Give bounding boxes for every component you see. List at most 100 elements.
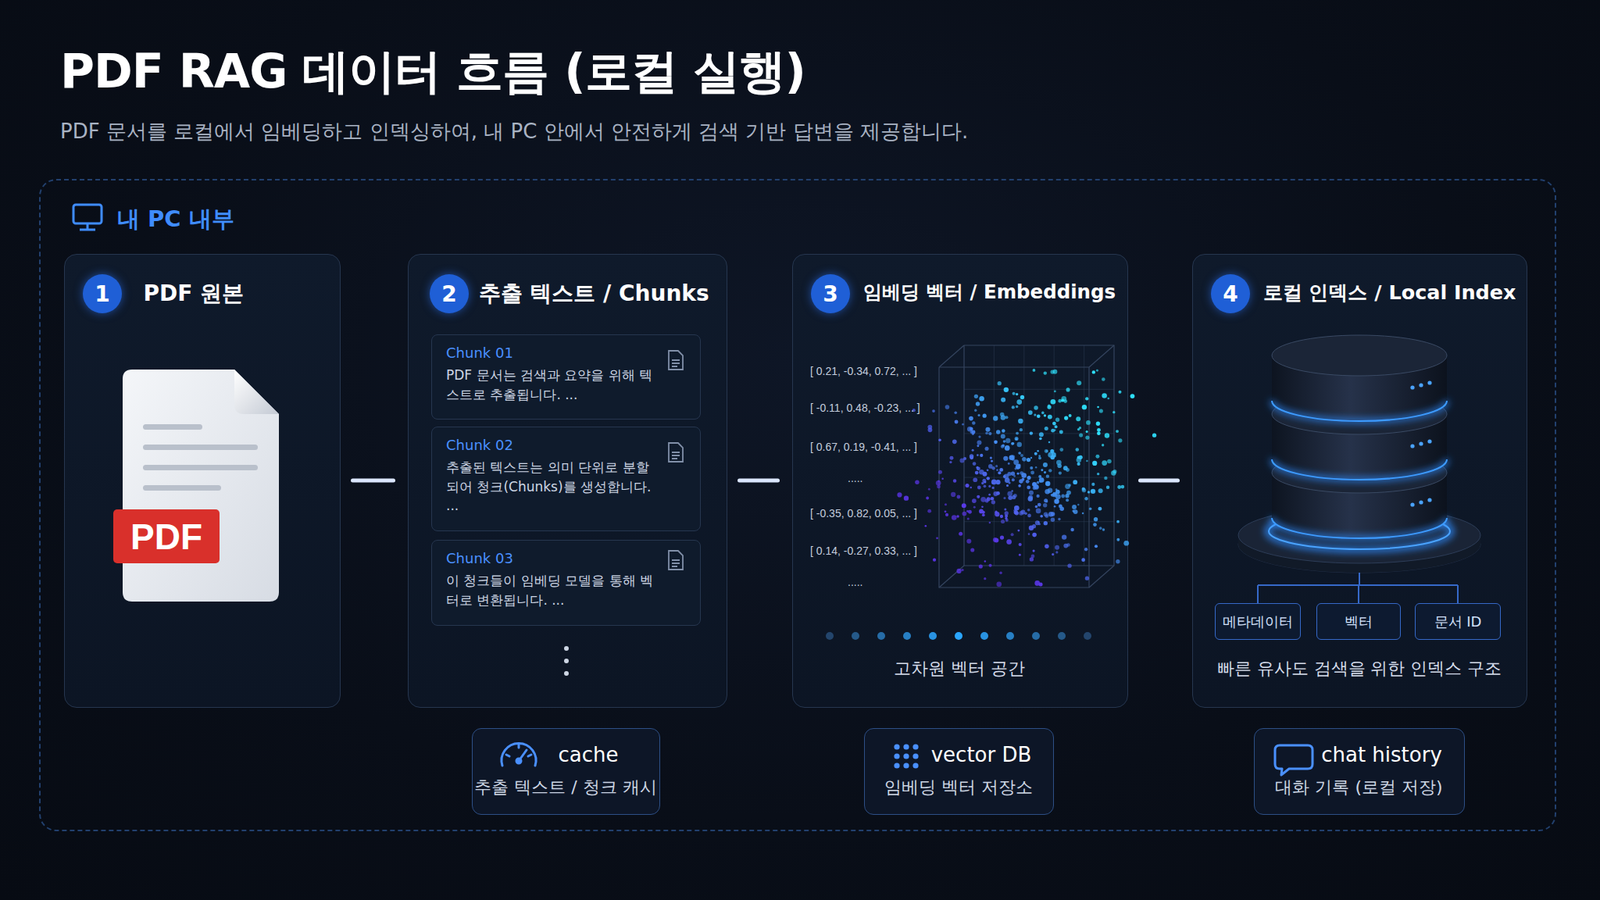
vector-space-cube-part-part [1039,437,1043,441]
vector-space-cube-part-part [1035,466,1037,468]
vector-space-cube-part-part [1030,457,1033,459]
node-body: 대화 기록 (로컬 저장) [1275,775,1443,800]
pdf-file-illustration-part [234,369,279,415]
vector-space-cube-part-part [1037,503,1042,508]
vector-space-cube-part-part [988,485,991,488]
database-illustration-part [1410,443,1415,448]
vector-space-cube-part-part [981,482,985,486]
panel-caption: 고차원 벡터 공간 [893,657,1025,681]
vector-space-cube-part-part [1085,435,1090,440]
vector-space-cube-part-part [1085,460,1089,463]
vector-space-cube-part-part [1055,488,1058,491]
vector-space-cube-part-part [1083,345,1085,566]
vector-space-cube-part-part [1013,493,1018,498]
index-tree-lines-part [1358,572,1361,586]
database-illustration-part [1271,335,1447,376]
database-illustration-part [1271,459,1447,480]
step-number: 2 [429,274,469,314]
vector-space-cube-part-part [991,479,997,486]
vector-space-cube-part-part [1089,345,1115,368]
vector-space-cube-part-part [1043,371,1047,375]
node-body: 임베딩 벡터 저장소 [884,775,1033,800]
progress-dots-part [825,632,834,640]
vector-space-cube-part-part [979,453,983,458]
vector-space-cube-part-part [1027,508,1031,512]
database-illustration-part [1271,400,1447,422]
vector-space-cube-part-part [1004,445,1011,451]
vector-space-cube-part-part [953,410,958,415]
vector-space-cube-part-part [1044,449,1049,454]
vector-value: [ 0.21, -0.34, 0.72, ... ] [810,364,918,378]
vector-space-cube-part-part [1000,412,1005,418]
vector-space-cube-part-part [1025,479,1030,484]
vector-space-cube-part-part [1001,444,1005,448]
vector-space-cube-part-part [1095,454,1100,459]
vector-space-cube-part-part [1003,387,1009,393]
monitor-icon-part [73,204,102,224]
index-field-box: 문서 ID [1414,603,1501,640]
database-illustration [1238,335,1481,573]
pdf-file-illustration-part-part [142,464,258,471]
vector-space-cube-part-part [982,513,986,517]
vector-space-cube-part-part [999,467,1004,472]
vector-space-cube-part-part [970,547,975,552]
progress-dots-part [877,632,886,640]
vector-space-cube-part-part [986,476,990,480]
node-heading: Chunk 03 [446,550,661,567]
document-icon-part [668,442,683,462]
vector-space-cube-part-part [1010,442,1015,446]
vector-space-cube-part-part [1043,498,1048,503]
vector-space-cube-part-part [982,414,987,418]
vector-space-cube-part-part [1005,438,1011,443]
vector-space-cube-part-part [962,511,968,517]
vector-space-cube-part-part [1030,471,1035,475]
flow-arrow [1140,478,1179,483]
flow-arrow [353,478,394,483]
document-icon-part [671,360,680,367]
vector-space-cube-part-part [1057,517,1061,521]
vector-space-cube-part-part [983,485,987,489]
vector-space-cube-part-part [999,571,1002,575]
chunk-card: Chunk 02추출된 텍스트는 의미 단위로 분할되어 청크(Chunks)를… [431,426,701,532]
vector-space-cube-part-part [1077,503,1079,506]
vector-space-cube-part-part [1000,535,1004,540]
database-illustration-part [1271,517,1447,539]
vector-space-cube-part-part [969,455,974,460]
vector-space-cube-part-part [1017,451,1022,455]
vector-space-cube-part-part [944,510,947,513]
vector-space-cube-part-part [956,495,961,500]
vector-space-cube-part-part [954,419,959,424]
more-dots [564,646,569,676]
vector-space-cube-part-part [1059,447,1064,452]
vector-space-cube-part-part [1028,490,1034,496]
vector-space-cube-part-part [1099,408,1104,413]
database-illustration-part [1418,382,1423,387]
vector-space-cube-part-part [1103,476,1108,480]
progress-dots-part [851,632,860,640]
vector-space-cube-part-part [1021,472,1027,479]
vector-space-cube-part-part [1035,505,1038,508]
vector-space-cube-part-part [1077,456,1081,460]
vector-space-cube-part-part [993,345,995,566]
step-panel: 추출 텍스트 / ChunksChunk 01PDF 문서는 검색과 요약을 위… [407,253,728,708]
vector-space-cube-part-part [1046,404,1051,409]
vector-space-cube-part-part [1017,472,1020,475]
vector-space-cube-part-part [1017,484,1022,488]
database-illustration-part [1418,500,1423,504]
vector-space-cube-part-part [1051,553,1054,556]
vector-space-cube-part-part [1066,542,1071,547]
vector-space-cube-part-part [1018,542,1022,547]
node-body: 추출 텍스트 / 청크 캐시 [474,775,657,800]
grid-icon-part [893,762,900,768]
vector-space-cube-part-part [1050,511,1055,516]
vector-space-cube-part-part [976,466,981,471]
vector-space-cube-part-part [1032,524,1036,529]
vector-space-cube-part-part [1117,438,1122,443]
vector-space-cube-part-part [985,432,989,436]
vector-space-cube-part-part [1029,466,1033,470]
database-illustration-part [1427,439,1432,443]
vector-space-cube-part-part [1038,522,1041,525]
progress-dots [825,632,1092,640]
node-heading: 메타데이터 [1222,612,1293,632]
vector-space-cube-part-part [980,496,986,503]
